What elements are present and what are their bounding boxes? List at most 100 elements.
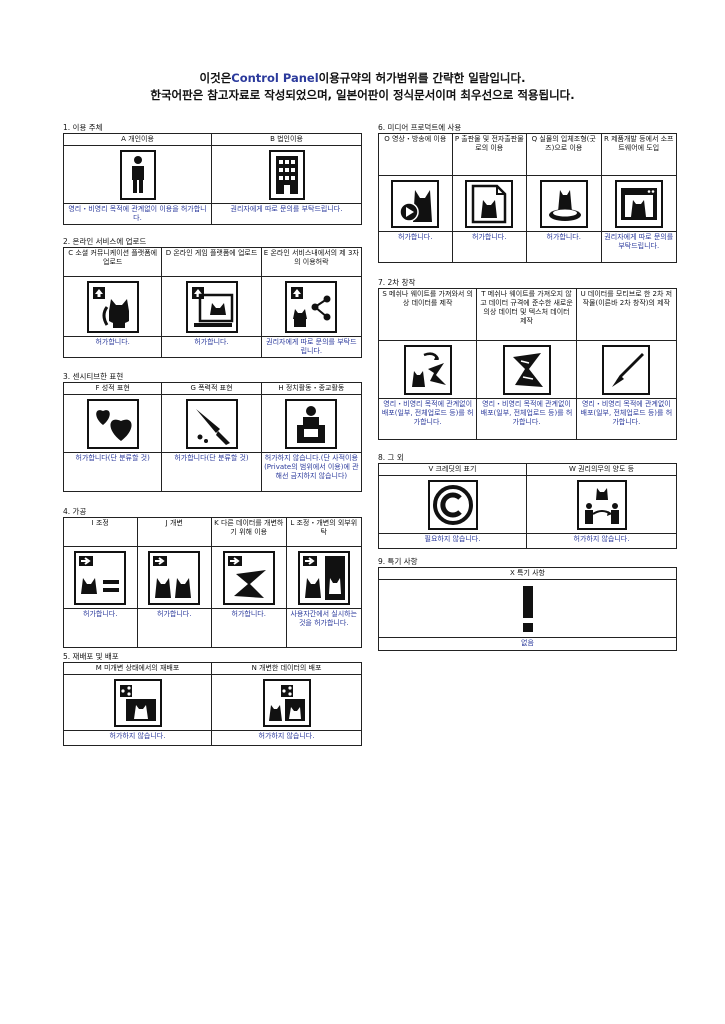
item-answer: 허가합니다. <box>231 610 266 618</box>
item-header: S 메쉬나 웨이트를 가져와서 의상 데이터를 제작 <box>379 289 477 341</box>
item-h: H 정치활동・종교활동 허가하지 않습니다.(단 사적이용(Private의 범… <box>261 383 361 491</box>
section-derivative: 7. 2차 창작 S 메쉬나 웨이트를 가져와서 의상 데이터를 제작 영리・비… <box>378 277 677 440</box>
item-answer: 허가합니다. <box>157 610 192 618</box>
item-answer: 허가합니다. <box>398 233 433 241</box>
item-t: T 메쉬나 웨이트를 가져오지 않고 데이터 규격에 준수한 새로운 의상 데이… <box>477 289 577 439</box>
item-header: C 소셜 커뮤니케이션 플랫폼에 업로드 <box>64 248 162 277</box>
reuse-icon <box>222 550 275 605</box>
item-header: T 메쉬나 웨이트를 가져오지 않고 데이터 규격에 준수한 새로운 의상 데이… <box>477 289 576 341</box>
adjust-icon <box>74 550 127 605</box>
item-answer: 허가합니다. <box>546 233 581 241</box>
item-o: O 영상・방송에 이용 허가합니다. <box>379 134 453 262</box>
section-other: 8. 그 외 V 크레딧의 표기 필요하지 않습니다. W 권리의무의 양도 등… <box>378 452 677 549</box>
item-answer: 허가합니다(단 분류할 것) <box>75 454 150 462</box>
item-b: B 법인이용 권리자에게 따로 문의를 부탁드립니다. <box>212 134 361 224</box>
item-answer: 허가하지 않습니다.(단 사적이용(Private의 범위에서 이용)에 관해선… <box>264 454 359 480</box>
item-answer: 허가합니다. <box>472 233 507 241</box>
section-title: 7. 2차 창작 <box>378 278 416 287</box>
item-answer: 허가하지 않습니다. <box>258 732 315 740</box>
game-upload-icon <box>185 280 238 333</box>
item-d: D 온라인 게임 플랫폼에 업로드 허가합니다. <box>162 248 262 357</box>
item-header: P 출판물 및 전자출판물로의 이용 <box>452 134 526 176</box>
item-q: Q 실물의 입체조형(굿즈)으로 이용 허가합니다. <box>527 134 602 262</box>
share-icon <box>113 678 162 727</box>
item-header: H 정치활동・종교활동 <box>261 383 361 395</box>
modify-icon <box>148 550 201 605</box>
building-icon <box>268 149 305 200</box>
section-online-upload: 2. 온라인 서비스에 업로드 C 소셜 커뮤니케이션 플랫폼에 업로드 허가합… <box>63 236 362 358</box>
item-answer: 영리・비영리 목적에 관계없이 배포(일부, 전체업로드 등)를 허가합니다. <box>580 400 673 426</box>
item-header: O 영상・방송에 이용 <box>379 134 452 176</box>
title-line-2: 한국어판은 참고자료로 작성되었으며, 일본어판이 정식문서이며 최우선으로 적… <box>150 88 575 102</box>
outsource-icon <box>297 550 350 605</box>
item-j: J 개변 허가합니다. <box>137 518 212 647</box>
section-usage-subject: 1. 이용 주체 A 개인이용 영리・비영리 목적에 관계없이 이용을 허가합니… <box>63 122 362 225</box>
item-r: R 제품개발 등에서 소프트웨어에 도입 권리자에게 따로 문의를 부탁드립니다… <box>601 134 676 262</box>
section-sensitive: 3. 센시티브한 표현 F 성적 표현 허가합니다(단 분류할 것) G 폭력적… <box>63 371 362 492</box>
transfer-icon <box>576 479 627 530</box>
item-answer: 허가합니다. <box>194 338 229 346</box>
item-x: X 특기 사항 없음 <box>379 568 676 650</box>
item-header: F 성적 표현 <box>64 383 162 395</box>
publish-icon <box>465 179 514 228</box>
section-title: 4. 가공 <box>63 507 87 516</box>
item-header: R 제품개발 등에서 소프트웨어에 도입 <box>601 134 676 176</box>
item-header: M 미개변 상태에서의 재배포 <box>64 663 211 675</box>
item-answer: 없음 <box>521 639 534 647</box>
share-modified-icon <box>262 678 311 727</box>
item-answer: 허가합니다. <box>95 338 130 346</box>
copyright-icon <box>427 479 478 530</box>
item-m: M 미개변 상태에서의 재배포 허가하지 않습니다. <box>64 663 212 745</box>
section-redistribution: 5. 재배포 및 배포 M 미개변 상태에서의 재배포 허가하지 않습니다. N… <box>63 651 362 746</box>
section-title: 3. 센시티브한 표현 <box>63 372 124 381</box>
item-answer: 영리・비영리 목적에 관계없이 이용을 허가합니다. <box>68 205 207 222</box>
hearts-icon <box>86 398 139 449</box>
item-g: G 폭력적 표현 허가합니다(단 분류할 것) <box>162 383 262 491</box>
item-header: V 크레딧의 표기 <box>379 464 526 476</box>
item-answer: 권리자에게 따로 문의를 부탁드립니다. <box>604 233 674 250</box>
section-title: 2. 온라인 서비스에 업로드 <box>63 237 147 246</box>
item-header: Q 실물의 입체조형(굿즈)으로 이용 <box>527 134 601 176</box>
podium-icon <box>285 398 338 449</box>
item-w: W 권리의무의 양도 등 허가하지 않습니다. <box>527 464 676 548</box>
item-l: L 조정・개변의 외부위탁 사용자간에서 실시하는 것을 허가합니다. <box>286 518 361 647</box>
section-processing: 4. 가공 I 조정 허가합니다. J 개변 허가합니다. K 다른 데이터를 … <box>63 506 362 648</box>
social-upload-icon <box>86 280 139 333</box>
item-header: L 조정・개변의 외부위탁 <box>286 518 361 547</box>
item-header: D 온라인 게임 플랫폼에 업로드 <box>162 248 261 277</box>
item-header: B 법인이용 <box>212 134 361 146</box>
section-title: 6. 미디어 프로덕트에 사용 <box>378 123 462 132</box>
item-answer: 영리・비영리 목적에 관계없이 배포(일부, 전체업로드 등)를 허가합니다. <box>480 400 573 426</box>
section-media-products: 6. 미디어 프로덕트에 사용 O 영상・방송에 이용 허가합니다. P 출판물… <box>378 122 677 263</box>
item-a: A 개인이용 영리・비영리 목적에 관계없이 이용을 허가합니다. <box>64 134 212 224</box>
item-header: U 데이터를 모티브로 한 2차 저작물(이른바 2차 창작)의 제작 <box>576 289 676 341</box>
item-answer: 사용자간에서 실시하는 것을 허가합니다. <box>290 610 358 627</box>
figure-icon <box>539 179 588 228</box>
texture-icon <box>502 344 551 395</box>
item-header: I 조정 <box>64 518 137 547</box>
item-k: K 다른 데이터를 개변하기 위해 이용 허가합니다. <box>212 518 287 647</box>
item-s: S 메쉬나 웨이트를 가져와서 의상 데이터를 제작 영리・비영리 목적에 관계… <box>379 289 478 439</box>
item-header: K 다른 데이터를 개변하기 위해 이용 <box>212 518 286 547</box>
pen-icon <box>602 344 651 395</box>
title-line-1: 이것은Control Panel이용규약의 허가범위를 간략한 일람입니다. <box>199 71 526 85</box>
section-special-notes: 9. 특기 사항 X 특기 사항 없음 <box>378 556 677 651</box>
item-e: E 온라인 서비스내에서의 제 3자의 이용허락 권리자에게 따로 문의를 부탁… <box>261 248 361 357</box>
third-party-icon <box>285 280 338 333</box>
item-answer: 영리・비영리 목적에 관계없이 배포(일부, 전체업로드 등)를 허가합니다. <box>381 400 474 426</box>
item-answer: 허가하지 않습니다. <box>573 535 630 543</box>
item-answer: 허가하지 않습니다. <box>109 732 166 740</box>
item-u: U 데이터를 모티브로 한 2차 저작물(이른바 2차 창작)의 제작 영리・비… <box>576 289 676 439</box>
software-icon <box>614 179 663 228</box>
item-answer: 필요하지 않습니다. <box>424 535 481 543</box>
item-header: J 개변 <box>137 518 211 547</box>
section-title: 8. 그 외 <box>378 453 404 462</box>
item-header: E 온라인 서비스내에서의 제 3자의 이용허락 <box>261 248 361 277</box>
item-c: C 소셜 커뮤니케이션 플랫폼에 업로드 허가합니다. <box>64 248 163 357</box>
section-title: 1. 이용 주체 <box>63 123 103 132</box>
video-icon <box>391 179 440 228</box>
item-v: V 크레딧의 표기 필요하지 않습니다. <box>379 464 527 548</box>
mesh-icon <box>403 344 452 395</box>
item-header: X 특기 사항 <box>379 568 676 580</box>
item-answer: 권리자에게 따로 문의를 부탁드립니다. <box>266 338 357 355</box>
